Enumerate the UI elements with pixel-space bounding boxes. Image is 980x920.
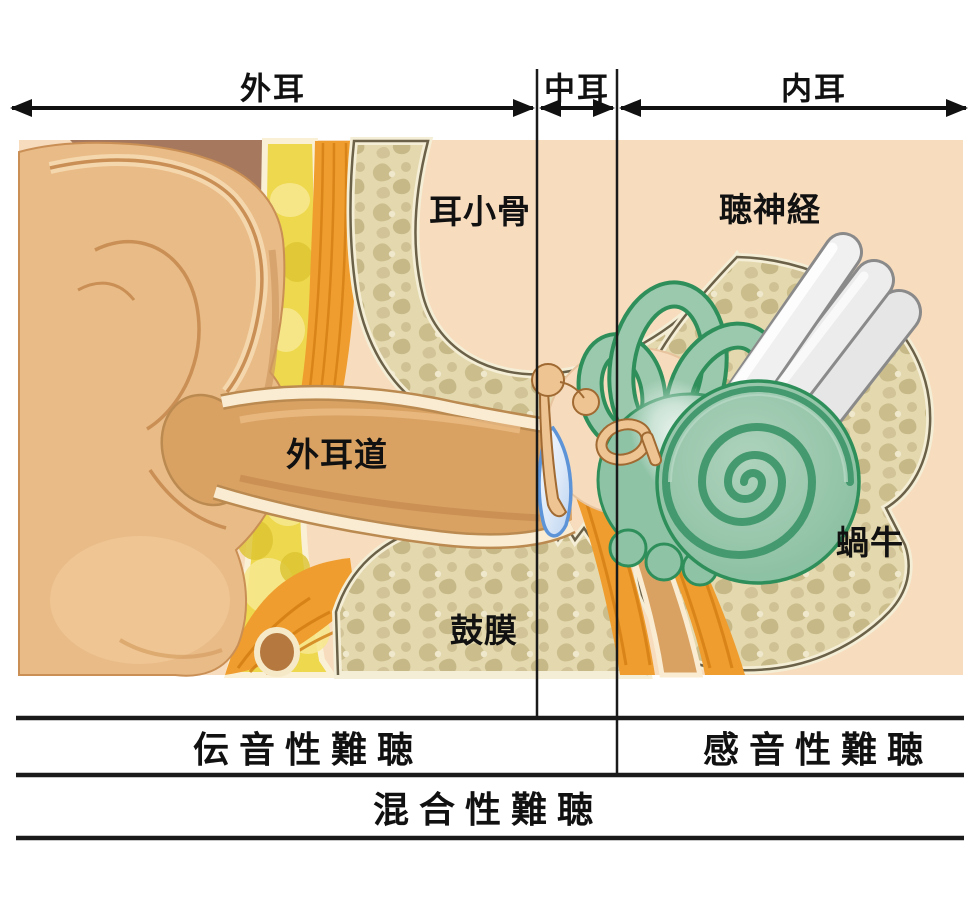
scale-label-inner-ear: 内耳 (781, 71, 847, 107)
label-eardrum: 鼓膜 (450, 612, 518, 649)
arrowheads (10, 99, 968, 117)
scale-label-middle-ear: 中耳 (544, 71, 610, 107)
label-ossicles: 耳小骨 (429, 193, 531, 230)
label-cochlea: 蝸牛 (836, 524, 904, 561)
ossicles (531, 363, 663, 518)
canal-section-oval (254, 627, 300, 677)
label-mixed-hearing-loss: 混合性難聴 (372, 789, 604, 830)
boundary-lines (16, 69, 964, 841)
scale-label-outer-ear: 外耳 (240, 71, 306, 107)
label-ear-canal: 外耳道 (286, 436, 388, 473)
label-sensorineural-hearing-loss: 感音性難聴 (702, 729, 934, 770)
pinna (18, 141, 293, 677)
cochlea-spiral (655, 379, 861, 585)
illustration-group (18, 137, 963, 679)
label-conductive-hearing-loss: 伝音性難聴 (192, 729, 424, 770)
label-auditory-nerve: 聴神経 (719, 191, 821, 228)
